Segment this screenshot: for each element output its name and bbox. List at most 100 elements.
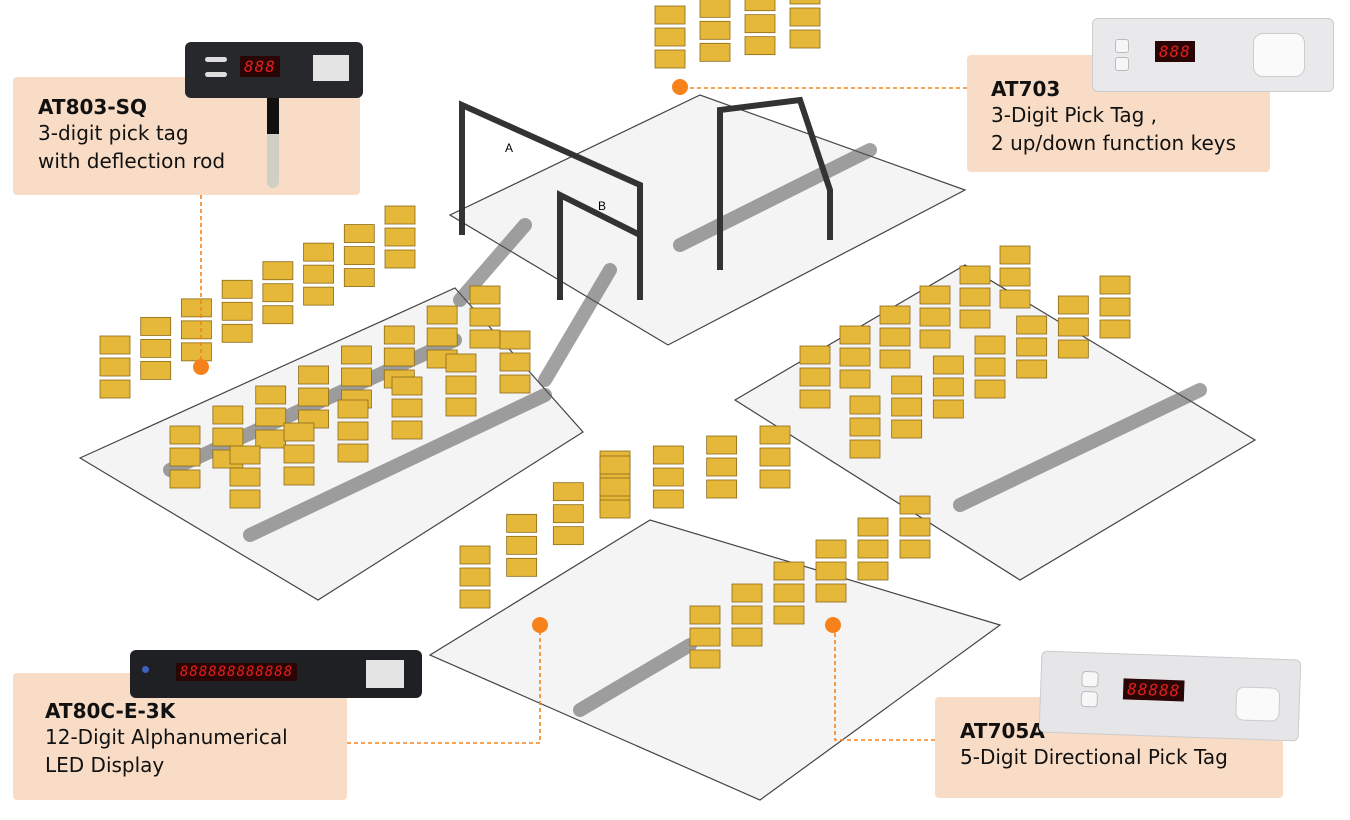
- shelf-box: [181, 298, 212, 318]
- shelf-box: [599, 455, 631, 475]
- shelf-box: [99, 335, 131, 355]
- shelf-box: [343, 224, 375, 243]
- at803-sq-device-image: 888: [185, 42, 363, 188]
- shelf-box: [652, 489, 684, 509]
- shelf-box: [1016, 315, 1048, 335]
- shelf-box: [445, 353, 477, 373]
- shelf-box: [919, 285, 951, 305]
- shelf-box: [959, 287, 991, 307]
- shelf-box: [699, 42, 731, 62]
- model-desc: 2 up/down function keys: [991, 131, 1236, 155]
- shelf-box: [169, 469, 201, 489]
- shelf-box: [212, 405, 244, 425]
- shelf-box: [181, 342, 212, 362]
- shelf-box: [879, 327, 911, 347]
- shelf-box: [899, 539, 931, 559]
- shelf-box: [932, 377, 964, 397]
- shelf-box: [932, 399, 964, 419]
- shelf-box: [343, 246, 375, 265]
- shelf-box: [391, 376, 423, 396]
- shelf-box: [689, 627, 721, 647]
- shelf-box: [849, 417, 881, 437]
- led-display: 888: [240, 56, 280, 77]
- shelf-box: [919, 307, 951, 327]
- shelf-box: [999, 289, 1031, 309]
- shelf-box: [699, 20, 731, 40]
- shelf-box: [552, 526, 584, 546]
- shelf-box: [706, 457, 738, 477]
- shelf-box: [891, 419, 923, 439]
- shelf-box: [919, 329, 951, 349]
- shelf-box: [689, 605, 721, 625]
- shelf-box: [974, 335, 1006, 355]
- shelf-box: [391, 398, 423, 418]
- shelf-box: [343, 268, 375, 287]
- model-desc: with deflection rod: [38, 149, 226, 173]
- shelf-box: [169, 447, 201, 467]
- shelf-box: [849, 439, 881, 459]
- shelf-box: [552, 504, 584, 524]
- shelf-box: [459, 567, 491, 587]
- shelf-box: [652, 467, 684, 487]
- conveyors: [163, 143, 1207, 717]
- shelf-box: [744, 36, 776, 56]
- shelf-box: [262, 261, 294, 281]
- shelf-box: [506, 513, 538, 533]
- gate-label-a: A: [505, 141, 513, 155]
- shelf-box: [383, 325, 415, 345]
- callout-at703: AT703 3-Digit Pick Tag , 2 up/down funct…: [967, 55, 1270, 172]
- shelf-box: [799, 389, 831, 409]
- at703-device-image: 888: [1092, 18, 1334, 92]
- shelf-box: [959, 309, 991, 329]
- shelf-box: [849, 395, 881, 415]
- shelf-box: [1099, 297, 1131, 317]
- shelf-box: [283, 444, 315, 464]
- shelf-box: [255, 429, 287, 449]
- shelf-box: [341, 367, 372, 387]
- leader-lines: [200, 87, 967, 744]
- shelf-box: [283, 466, 315, 486]
- shelf-box: [879, 305, 911, 325]
- gate-frames: [459, 96, 833, 300]
- shelf-box: [337, 443, 369, 463]
- shelf-box: [469, 329, 501, 349]
- shelf-box: [303, 242, 334, 262]
- shelf-box: [857, 517, 889, 537]
- shelf-box: [999, 267, 1031, 287]
- shelf-box: [773, 561, 805, 581]
- shelf-box: [1099, 275, 1131, 295]
- shelf-box: [99, 357, 131, 377]
- shelf-box: [789, 29, 821, 49]
- shelf-box: [759, 425, 791, 445]
- shelf-box: [899, 517, 931, 537]
- shelf-box: [799, 345, 831, 365]
- shelf-box: [654, 49, 686, 69]
- shelf-box: [506, 535, 538, 555]
- shelf-box: [221, 301, 253, 321]
- shelf-box: [341, 345, 372, 365]
- shelf-box: [652, 445, 684, 465]
- shelf-box: [298, 365, 329, 385]
- shelf-box: [731, 583, 763, 603]
- shelf-box: [426, 327, 458, 347]
- shelf-box: [229, 445, 261, 465]
- shelf-box: [499, 352, 531, 372]
- shelf-box: [99, 379, 131, 399]
- shelf-box: [229, 489, 261, 509]
- led-display: 888: [1155, 41, 1195, 62]
- shelf-box: [857, 539, 889, 559]
- shelf-box: [789, 0, 821, 5]
- shelf-box: [459, 589, 491, 609]
- shelf-box: [731, 627, 763, 647]
- shelf-box: [506, 557, 538, 577]
- shelf-box: [654, 27, 686, 47]
- shelf-box: [212, 427, 244, 447]
- shelf-box: [255, 385, 287, 405]
- model-name: AT80C-E-3K: [45, 699, 176, 723]
- at80c-e-3k-device-image: 888888888888: [130, 650, 422, 698]
- model-desc: 12-Digit Alphanumerical: [45, 725, 288, 749]
- shelf-box: [384, 227, 416, 247]
- shelf-box: [789, 7, 821, 27]
- hotspot-dot: [825, 617, 841, 633]
- shelf-box: [773, 583, 805, 603]
